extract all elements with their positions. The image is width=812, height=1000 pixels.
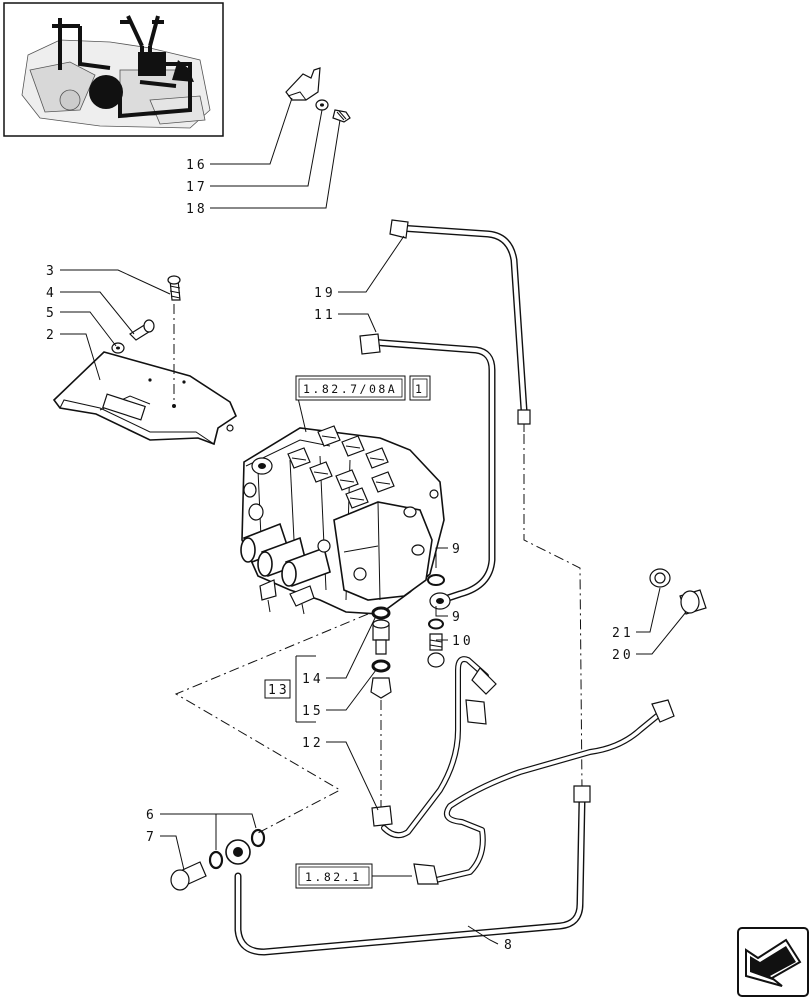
reference-box-pipe: 1.82.1 (295, 863, 373, 889)
nut-part (370, 677, 392, 699)
callout-10: 10 (452, 634, 474, 649)
callout-3: 3 (46, 264, 57, 279)
washer-part-9-upper (427, 574, 445, 586)
washer-part-5 (111, 342, 125, 354)
reference-valve-index: 1 (415, 382, 424, 396)
pipe-19 (389, 219, 531, 432)
callout-7: 7 (146, 830, 157, 845)
callout-19: 19 (314, 286, 336, 301)
washer-part-6-right (250, 828, 266, 848)
washer-part-9-lower (428, 618, 444, 630)
callout-9-upper: 9 (452, 542, 463, 557)
callout-14: 14 (302, 672, 324, 687)
banjo-bolt-part-7 (170, 861, 207, 891)
bolt-part-4 (129, 319, 155, 341)
callout-18: 18 (186, 202, 208, 217)
pipe-8 (225, 785, 591, 956)
callout-9-lower: 9 (452, 610, 463, 625)
reference-box-valve: 1.82.7/08A 1 (295, 375, 431, 401)
callout-5: 5 (46, 306, 57, 321)
sleeve-part (679, 589, 707, 615)
callout-12: 12 (302, 736, 324, 751)
callout-15: 15 (302, 704, 324, 719)
bolt-part-3 (167, 275, 181, 301)
adapter-fitting-part (372, 619, 390, 655)
reference-pipe-text: 1.82.1 (305, 870, 362, 884)
callout-20: 20 (612, 648, 634, 663)
callout-13-box: 13 (264, 679, 291, 699)
callout-17: 17 (186, 180, 208, 195)
callout-4: 4 (46, 286, 57, 301)
next-page-arrow-icon[interactable] (737, 927, 809, 997)
hose-clamp-part (649, 568, 671, 588)
pipe-12 (371, 656, 497, 839)
callout-6: 6 (146, 808, 157, 823)
pipe-11 (359, 333, 496, 610)
callout-21: 21 (612, 626, 634, 641)
o-ring-part (371, 659, 391, 673)
callout-11: 11 (314, 308, 336, 323)
pipe-ref-1-82-1 (413, 699, 675, 885)
washer-part-6-left (208, 850, 224, 870)
pipe-clip-part (285, 67, 321, 101)
washer-part (315, 99, 329, 111)
seal-ring-part (371, 606, 391, 620)
callout-2: 2 (46, 328, 57, 343)
reference-valve-text: 1.82.7/08A (303, 382, 397, 396)
screw-part (332, 109, 351, 123)
callout-13: 13 (268, 683, 290, 698)
callout-16: 16 (186, 158, 208, 173)
callout-8: 8 (504, 938, 515, 953)
support-plate-part (52, 351, 237, 446)
location-thumbnail (3, 2, 224, 137)
callout-labels: 16 17 18 3 4 5 2 19 11 9 9 10 14 15 12 6… (46, 158, 634, 953)
banjo-bolt-part (427, 633, 445, 668)
control-valve-assembly (240, 425, 445, 615)
